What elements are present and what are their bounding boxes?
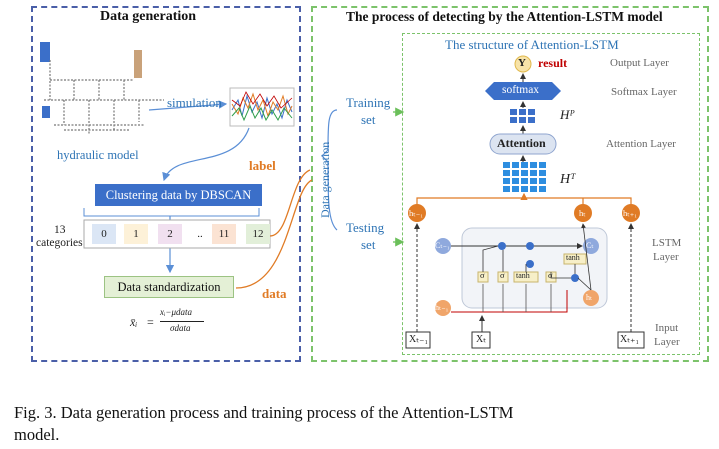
tanh-output-label: tanh <box>566 253 580 262</box>
hidden-node-prev <box>408 204 426 222</box>
cell-out-label: Cₜ <box>586 241 594 250</box>
categories-word: categories <box>36 237 83 249</box>
simulation-waveform-chart <box>229 87 295 127</box>
categories-count: 13 <box>54 224 66 236</box>
hidden-node-next <box>622 204 640 222</box>
input-label-prev: Xₜ₋₁ <box>409 334 428 345</box>
clustering-dbscan-box: Clustering data by DBSCAN <box>95 184 262 206</box>
formula-numerator: xᵢ−μdata <box>160 307 193 317</box>
data-standardization-box: Data standardization <box>104 276 234 298</box>
output-node <box>514 55 532 73</box>
input-box-current <box>471 331 491 349</box>
h-in-node <box>435 300 451 316</box>
hp-label: Hᴾ <box>560 107 575 122</box>
simulation-label: simulation <box>167 95 222 110</box>
attention-lstm-structure-box <box>402 33 700 355</box>
output-layer-label: Output Layer <box>610 57 669 69</box>
category-cell: 0 <box>92 224 116 244</box>
testing-set-line1: Testing <box>346 220 385 235</box>
input-label-current: Xₜ <box>476 334 487 345</box>
hp-matrix <box>510 109 535 123</box>
input-box-next <box>617 331 645 349</box>
h-out-label: hₜ <box>586 293 593 302</box>
softmax-layer-label: Softmax Layer <box>611 86 677 98</box>
input-layer-label-1: Input <box>655 322 679 334</box>
hydraulic-model-icon <box>40 42 164 135</box>
gate-label: σ <box>480 270 485 280</box>
gate-label: σ <box>500 270 505 280</box>
output-y-label: Y <box>518 57 526 69</box>
h-in-label: hₜ₋₁ <box>435 303 449 312</box>
label-tag: label <box>249 158 276 173</box>
cell-state-out <box>583 238 599 254</box>
cell-state-in <box>435 238 451 254</box>
category-cell: 12 <box>246 224 270 244</box>
category-cell: 2 <box>158 224 182 244</box>
formula-lhs: x̄ᵢ <box>130 315 138 329</box>
attention-layer-label: Attention Layer <box>606 138 676 150</box>
training-set-line2: set <box>361 112 376 127</box>
training-set-line1: Training <box>346 95 391 110</box>
hidden-node-label: hₜ₋₁ <box>409 208 424 218</box>
input-layer-label-2: Layer <box>654 336 680 348</box>
category-cell: .. <box>188 224 212 244</box>
formula-equals: = <box>147 315 154 329</box>
cell-in-label: Cₜ₋₁ <box>435 241 450 250</box>
ht-matrix <box>503 162 546 192</box>
detection-process-title: The process of detecting by the Attentio… <box>346 9 663 24</box>
h-out-node <box>583 290 599 306</box>
cross-panel-connectors <box>235 107 405 289</box>
hidden-node-label: hₜ₊₁ <box>623 208 638 218</box>
figure-caption-line2: model. <box>14 425 60 444</box>
category-strip: 0 1 2 .. 11 12 <box>92 224 272 244</box>
category-cell: 11 <box>212 224 236 244</box>
testing-set-line2: set <box>361 237 376 252</box>
hidden-node-current <box>574 204 592 222</box>
category-cell: 1 <box>124 224 148 244</box>
standardization-formula: x̄ᵢ = xᵢ−μdata σdata <box>130 306 240 342</box>
detection-process-panel <box>311 6 709 362</box>
lstm-layer-label-2: Layer <box>653 251 679 263</box>
hidden-node-label: hₜ <box>579 208 586 218</box>
ht-label: Hᵀ <box>560 172 576 187</box>
attention-node <box>489 133 557 155</box>
softmax-label: softmax <box>502 84 540 96</box>
softmax-node <box>485 82 561 100</box>
input-label-next: Xₜ₊₁ <box>620 334 639 345</box>
data-tag: data <box>262 286 287 301</box>
formula-denominator: σdata <box>170 323 191 333</box>
attention-label: Attention <box>497 136 546 150</box>
data-generation-panel <box>31 6 301 362</box>
formula-bar <box>160 321 204 322</box>
structure-title: The structure of Attention-LSTM <box>445 37 619 52</box>
lstm-cell <box>461 227 608 309</box>
data-generation-vertical-label: Data generation <box>318 141 332 218</box>
gate-label: tanh <box>516 271 530 280</box>
hydraulic-model-label: hydraulic model <box>57 148 139 162</box>
data-generation-title: Data generation <box>100 9 197 24</box>
lstm-layer-label-1: LSTM <box>652 237 682 249</box>
attention-lstm-diagram <box>405 55 645 349</box>
result-label: result <box>538 56 568 70</box>
input-box-prev <box>405 331 431 349</box>
gate-label: σ <box>548 270 553 280</box>
figure-caption-line1: Fig. 3. Data generation process and trai… <box>14 403 514 422</box>
